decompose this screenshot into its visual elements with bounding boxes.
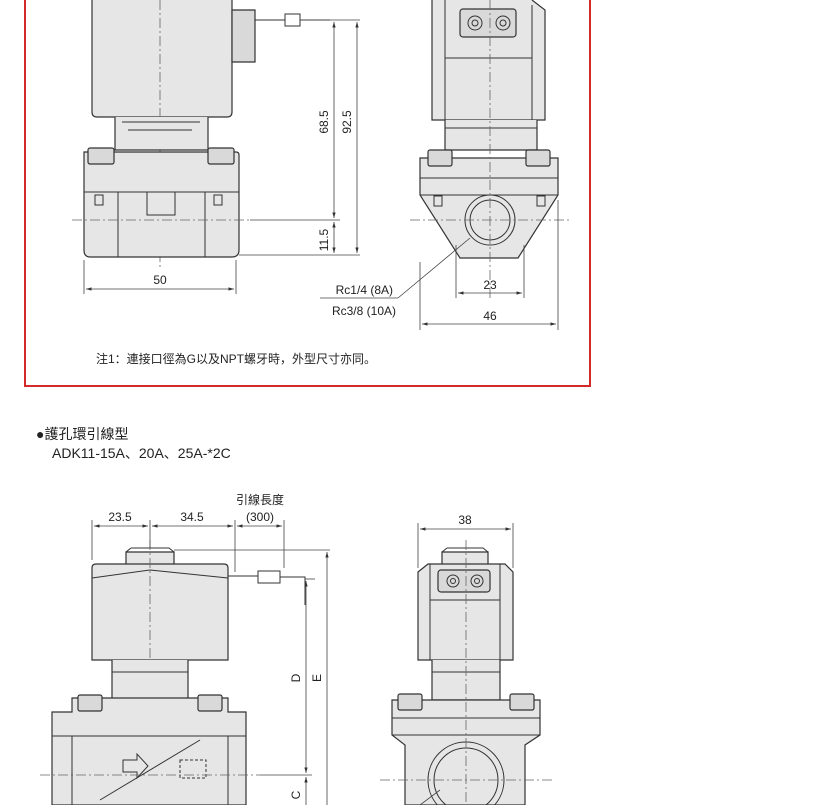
bottom-end-view: 38 bbox=[380, 513, 552, 805]
dim-C: C bbox=[289, 790, 303, 799]
top-note: 注1：連接口徑為G以及NPT螺牙時，外型尺寸亦同。 bbox=[96, 351, 376, 366]
top-valve-body bbox=[83, 151, 240, 258]
lead-length-label: 引線長度 bbox=[236, 492, 284, 507]
port-leader bbox=[397, 237, 471, 299]
top-side-view bbox=[72, 0, 330, 270]
model-line: ADK11-15A、20A、25A-*2C bbox=[52, 445, 231, 461]
section-heading: ●護孔環引線型 bbox=[36, 426, 128, 442]
flow-arrow-icon bbox=[122, 752, 149, 780]
port-label-10a: Rc3/8 (10A) bbox=[332, 304, 396, 318]
dim-46: 46 bbox=[483, 309, 497, 323]
dim-68-5: 68.5 bbox=[317, 110, 331, 134]
top-red-frame bbox=[24, 0, 591, 387]
dim-E: E bbox=[310, 674, 324, 682]
bottom-side-view bbox=[40, 540, 306, 805]
dim-23: 23 bbox=[483, 278, 497, 292]
dim-11-5: 11.5 bbox=[317, 228, 331, 251]
dim-34-5: 34.5 bbox=[180, 510, 204, 524]
top-end-view bbox=[410, 0, 570, 300]
top-end-dimensions: Rc1/4 (8A) Rc3/8 (10A) 23 46 bbox=[320, 200, 559, 330]
dim-23-5: 23.5 bbox=[108, 510, 132, 524]
port-label-8a: Rc1/4 (8A) bbox=[336, 283, 393, 297]
dim-92-5: 92.5 bbox=[340, 110, 354, 134]
top-side-dimensions: 68.5 92.5 11.5 50 bbox=[83, 19, 360, 294]
dim-50: 50 bbox=[153, 273, 167, 287]
bottom-coil bbox=[91, 563, 229, 661]
dim-38: 38 bbox=[458, 513, 472, 527]
bottom-valve-body bbox=[51, 697, 247, 805]
bottom-lead-wire bbox=[228, 570, 306, 605]
top-coil bbox=[91, 0, 233, 118]
dim-D: D bbox=[289, 673, 303, 682]
lead-length-value: (300) bbox=[246, 510, 274, 524]
top-end-body bbox=[419, 157, 559, 259]
bottom-side-dimensions: 23.5 34.5 引線長度 (300) D E C bbox=[91, 492, 330, 805]
